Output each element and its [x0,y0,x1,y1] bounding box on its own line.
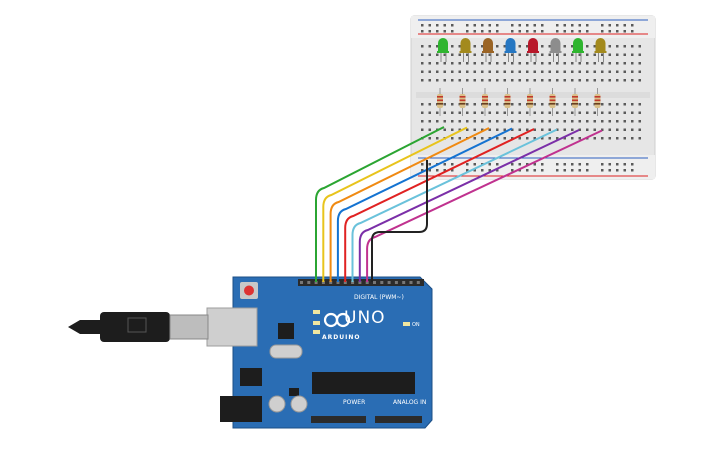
jumper-wire[interactable] [358,129,580,282]
led-olive-2[interactable] [594,38,607,62]
power-header[interactable] [311,416,366,423]
resistor[interactable] [437,88,443,116]
usb-cable[interactable] [68,312,209,342]
led-olive-1[interactable] [459,38,472,62]
jumper-wire[interactable] [315,126,445,282]
arduino-logo-icon [323,312,351,328]
leds [437,38,607,62]
jumper-wire[interactable] [336,127,513,283]
analog-header[interactable] [375,416,422,423]
voltage-regulator [240,368,262,386]
resistors [437,88,601,116]
led-gray[interactable] [549,38,562,62]
capacitor [268,395,286,413]
jumper-wires[interactable] [315,126,603,283]
jumper-wire[interactable] [329,127,490,282]
led-red[interactable] [527,38,539,62]
jumper-wire[interactable] [322,126,468,283]
resistor[interactable] [482,88,488,116]
jumper-wire[interactable] [351,128,558,283]
resistor[interactable] [572,88,578,116]
resistor[interactable] [459,88,466,116]
resistor[interactable] [549,88,556,116]
resistor[interactable] [504,88,511,116]
arduino-uno-board[interactable] [206,276,433,429]
led-green-2[interactable] [572,38,584,62]
led-brown[interactable] [482,38,494,62]
reset-button-cap[interactable] [244,285,254,296]
led-green-1[interactable] [437,38,449,62]
led-blue[interactable] [504,38,517,62]
ground-wire[interactable] [371,160,428,282]
resistor[interactable] [594,88,601,116]
dc-power-jack[interactable] [220,396,262,422]
atmega-chip [312,372,415,394]
crystal [269,344,303,359]
usb-controller-chip [278,323,294,339]
usb-port[interactable] [206,307,258,347]
jumper-wire[interactable] [344,128,535,282]
jumper-wire[interactable] [366,129,603,283]
resistor[interactable] [527,88,533,116]
capacitor [290,395,308,413]
